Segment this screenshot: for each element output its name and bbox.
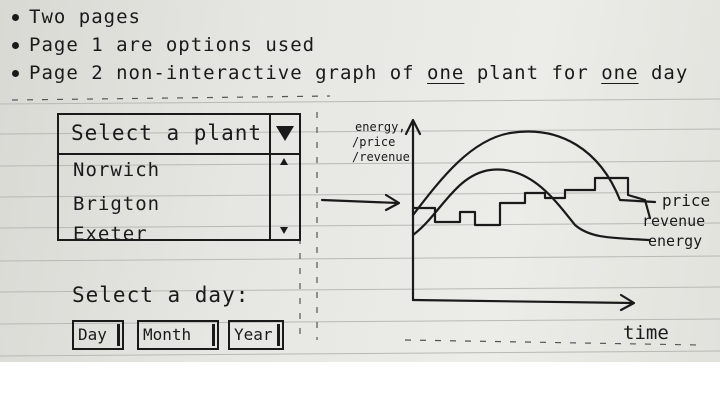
plant-list-scrollbar[interactable] [269,153,299,239]
y-axis-label-1: energy, [355,120,406,134]
series-energy-line [411,168,652,242]
series-label-revenue: revenue [642,212,705,230]
y-axis-arrow-icon [404,118,422,136]
divider-icon [277,324,280,346]
y-axis-label-3: /revenue [352,150,410,164]
y-axis-label-2: /price [352,135,395,149]
series-label-energy: energy [648,232,702,250]
graph-sketch: energy, /price /revenue time price reven… [320,118,710,344]
dropdown-toggle[interactable] [269,115,299,153]
scroll-down-icon[interactable] [280,227,288,234]
bullet-icon [12,70,19,77]
series-revenue-line [411,176,652,227]
plant-option-exeter[interactable]: Exeter [73,223,148,245]
note-text-2: Page 1 are options used [29,34,316,56]
plant-select-dropdown[interactable]: Select a plant Norwich Brigton Exeter [57,113,301,245]
plant-option-brigton[interactable]: Brigton [73,193,161,215]
plant-select-header-text: Select a plant [71,121,263,145]
x-axis-label: time [623,322,669,344]
plant-select-header[interactable]: Select a plant [59,115,299,155]
year-button[interactable]: Year [228,320,284,350]
flow-arrow-line [320,198,400,205]
series-label-price: price [662,191,710,210]
note-text-1: Two pages [29,6,141,28]
bullet-icon [12,42,19,49]
chevron-down-icon [276,126,294,141]
paper-sketch: Two pages Page 1 are options used Page 2… [0,0,720,362]
note-text-3a: Page 2 non-interactive graph of [29,62,428,84]
day-button-label: Day [78,325,107,344]
day-button[interactable]: Day [72,320,124,350]
select-day-label: Select a day: [72,283,250,307]
bullet-icon [12,14,19,21]
note-text-3e: day [638,62,689,84]
note-text-3b: one [427,62,465,84]
ruled-lines [0,95,720,357]
plant-option-norwich[interactable]: Norwich [73,159,161,181]
scroll-up-icon[interactable] [280,158,288,165]
series-price-line [411,130,657,217]
note-text-3c: plant for [464,62,602,84]
x-axis [411,298,635,305]
divider-icon [212,324,215,346]
month-button-label: Month [143,325,192,344]
note-line-2: Page 1 are options used [12,34,315,56]
flow-arrow-head-icon [384,193,401,212]
x-axis-arrow-icon [619,293,636,312]
month-button[interactable]: Month [137,320,219,350]
note-line-1: Two pages [12,6,141,28]
divider-icon [117,324,120,346]
note-text-3d: one [601,62,639,84]
note-line-3: Page 2 non-interactive graph of one plan… [12,62,688,84]
year-button-label: Year [234,325,273,344]
